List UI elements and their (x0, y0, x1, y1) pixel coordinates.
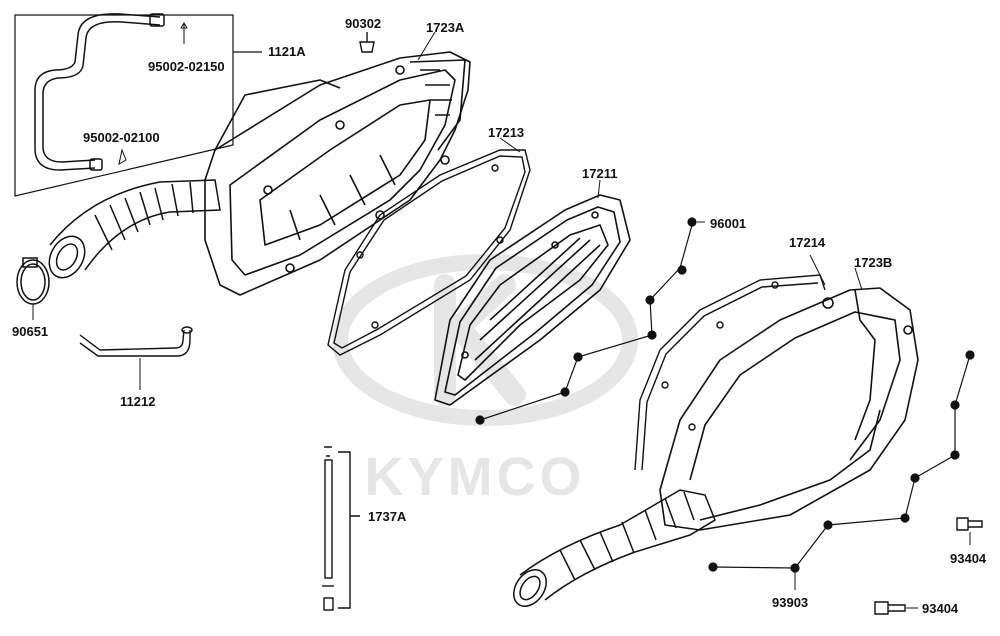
part-label-1121A: 1121A (268, 44, 306, 59)
case-gasket (327, 149, 531, 356)
part-label-95002-02150: 95002-02150 (148, 59, 225, 74)
part-label-17213: 17213 (488, 125, 525, 140)
breather-hose (34, 13, 165, 171)
part-label-90651: 90651 (12, 324, 49, 339)
drain-plug-rod (322, 446, 360, 611)
clip-90302-icon (359, 32, 375, 53)
hose-clip-icons (118, 22, 188, 165)
watermark-text: KYMCO (365, 447, 586, 507)
part-label-93404-upper: 93404 (950, 551, 987, 566)
part-label-17211: 17211 (582, 166, 618, 181)
air-cleaner-case (204, 51, 471, 296)
hose-clamp (16, 257, 50, 305)
screw-set-96001 (475, 217, 697, 425)
drain-tube (79, 326, 193, 357)
part-label-93903: 93903 (772, 595, 809, 610)
bolt-93404-upper-icon (956, 517, 983, 531)
part-label-93404-lower: 93404 (922, 601, 959, 616)
cover-gasket (634, 274, 826, 471)
intake-duct (48, 179, 221, 279)
part-label-11212: 11212 (120, 394, 156, 409)
part-label-1737A: 1737A (368, 509, 407, 524)
air-cleaner-cover (659, 287, 919, 531)
part-label-96001: 96001 (710, 216, 747, 231)
screw-set-93903 (708, 350, 975, 573)
outlet-duct (513, 489, 716, 607)
part-label-1723B: 1723B (854, 255, 893, 270)
part-label-1723A: 1723A (426, 20, 465, 35)
part-label-90302: 90302 (345, 16, 382, 31)
filter-element (434, 194, 631, 406)
part-label-95002-02100: 95002-02100 (83, 130, 160, 145)
kymco-watermark: KYMCO (332, 254, 638, 507)
bolt-93404-lower-icon (874, 601, 906, 615)
breather-hose-group-box (14, 14, 262, 197)
leader-lines (32, 31, 971, 609)
part-label-17214: 17214 (789, 235, 826, 250)
